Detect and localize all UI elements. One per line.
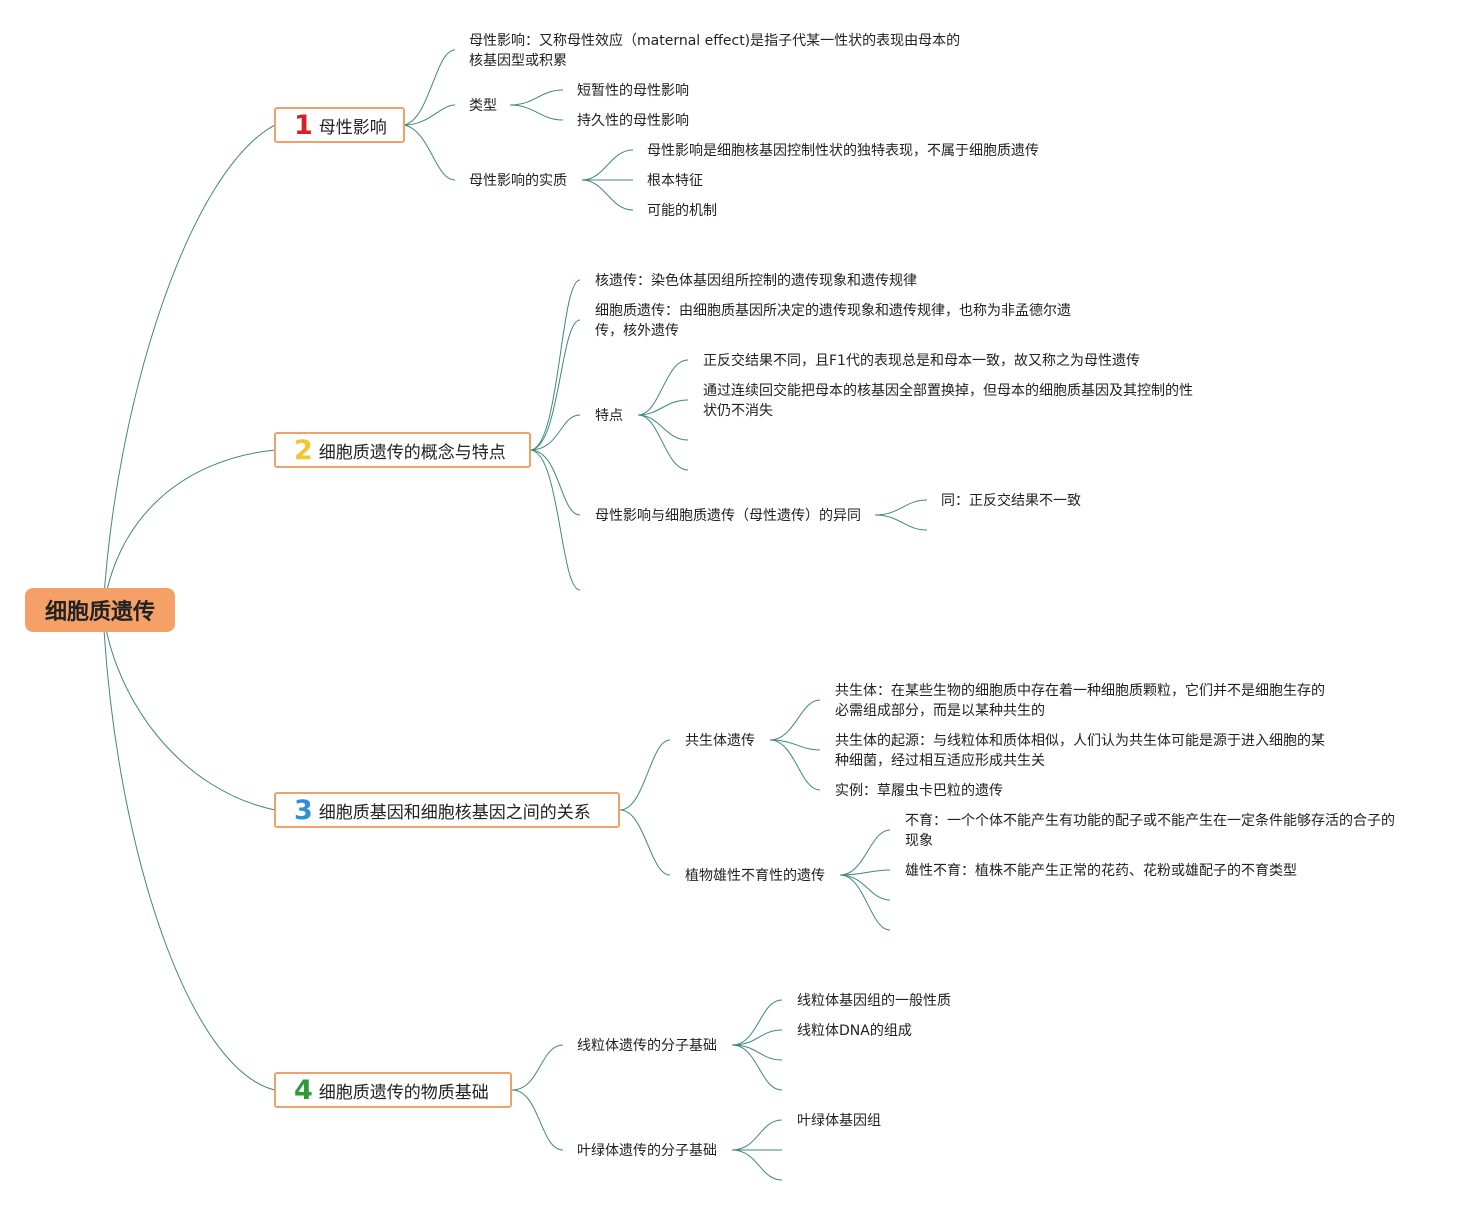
connector-root-branch4 <box>102 611 276 1091</box>
node-male-sterility[interactable]: 植物雄性不育性的遗传 <box>685 868 825 884</box>
branch-label: 细胞质基因和细胞核基因之间的关系 <box>318 802 591 823</box>
connector-line <box>731 1119 783 1151</box>
connector-line <box>619 809 671 876</box>
node-essence[interactable]: 母性影响的实质 <box>469 173 567 189</box>
connector-line <box>403 104 456 126</box>
connector-line <box>581 149 634 181</box>
branch-label: 细胞质遗传的物质基础 <box>318 1082 489 1103</box>
node-type-persistent[interactable]: 持久性的母性影响 <box>577 113 689 129</box>
connector-line <box>511 1044 564 1091</box>
node-symbiont-3[interactable]: 实例：草履虫卡巴粒的遗传 <box>835 783 1003 799</box>
node-mito[interactable]: 线粒体遗传的分子基础 <box>577 1038 717 1054</box>
branch-number-4: 4 <box>294 1074 313 1106</box>
connector-line <box>731 1149 783 1181</box>
connector-line <box>731 1044 783 1061</box>
connector-line <box>839 869 891 876</box>
branch-number-2: 2 <box>294 434 313 466</box>
node-symbiont[interactable]: 共生体遗传 <box>685 733 755 749</box>
node-feature-2[interactable]: 通过连续回交能把母本的核基因全部置换掉，但母本的细胞质基因及其控制的性状仍不消失 <box>703 383 1193 419</box>
node-essence-1[interactable]: 母性影响是细胞核基因控制性状的独特表现，不属于细胞质遗传 <box>647 143 1039 159</box>
connector-line <box>874 499 928 516</box>
connector-line <box>839 874 891 901</box>
node-sterility-1[interactable]: 不育：一个个体不能产生有功能的配子或不能产生在一定条件能够存活的合子的现象 <box>905 813 1395 849</box>
connector-line <box>874 514 928 531</box>
connector-line <box>731 1044 783 1091</box>
connector-line <box>637 414 689 441</box>
connector-line <box>731 1029 783 1046</box>
connector-line <box>403 124 456 181</box>
connector-line <box>509 89 564 106</box>
connector-line <box>769 739 821 791</box>
connector-root-branch2 <box>102 449 276 613</box>
connector-line <box>839 829 891 876</box>
node-nuclear-inheritance[interactable]: 核遗传：染色体基因组所控制的遗传现象和遗传规律 <box>595 273 917 289</box>
branch-number-1: 1 <box>294 109 313 141</box>
branch-maternal-effect[interactable]: 1 母性影响 <box>274 107 405 143</box>
root-label: 细胞质遗传 <box>44 600 155 625</box>
node-compare-same[interactable]: 同：正反交结果不一致 <box>941 493 1081 509</box>
branch-label: 细胞质遗传的概念与特点 <box>318 442 506 463</box>
node-essence-3[interactable]: 可能的机制 <box>647 203 717 219</box>
node-compare[interactable]: 母性影响与细胞质遗传（母性遗传）的异同 <box>595 508 861 524</box>
connector-line <box>511 1089 564 1151</box>
node-type-short[interactable]: 短暂性的母性影响 <box>577 83 689 99</box>
connector-line <box>619 739 671 811</box>
branch-material-basis[interactable]: 4 细胞质遗传的物质基础 <box>274 1072 512 1108</box>
node-symbiont-2[interactable]: 共生体的起源：与线粒体和质体相似，人们认为共生体可能是源于进入细胞的某种细菌，经… <box>835 733 1325 769</box>
branch-cyto-nuclear-relation[interactable]: 3 细胞质基因和细胞核基因之间的关系 <box>274 792 620 828</box>
connector-line <box>529 279 581 451</box>
connector-line <box>637 359 689 416</box>
branch-concept-features[interactable]: 2 细胞质遗传的概念与特点 <box>274 432 531 468</box>
node-maternal-definition[interactable]: 母性影响：又称母性效应（maternal effect)是指子代某一性状的表现由… <box>469 33 961 69</box>
connector-line <box>509 104 564 121</box>
connector-line <box>529 449 581 516</box>
node-features[interactable]: 特点 <box>595 408 623 424</box>
connector-line <box>581 179 634 211</box>
connector-line <box>769 739 821 751</box>
connector-line <box>731 999 783 1046</box>
root-node[interactable]: 细胞质遗传 <box>25 588 175 632</box>
connector-root-branch1 <box>102 124 276 613</box>
node-chloro-1[interactable]: 叶绿体基因组 <box>797 1113 881 1129</box>
node-cytoplasmic-inheritance[interactable]: 细胞质遗传：由细胞质基因所决定的遗传现象和遗传规律，也称为非孟德尔遗传，核外遗传 <box>595 303 1071 339</box>
connector-line <box>637 399 689 416</box>
connector-line <box>637 414 689 471</box>
connector-line <box>403 49 456 126</box>
node-mito-1[interactable]: 线粒体基因组的一般性质 <box>797 993 951 1009</box>
connector-line <box>839 874 891 931</box>
connector-line <box>529 414 581 451</box>
node-feature-1[interactable]: 正反交结果不同，且F1代的表现总是和母本一致，故又称之为母性遗传 <box>703 353 1140 369</box>
connector-line <box>529 449 581 591</box>
connector-line <box>769 699 821 741</box>
node-sterility-2[interactable]: 雄性不育：植株不能产生正常的花药、花粉或雄配子的不育类型 <box>905 863 1297 879</box>
branch-number-3: 3 <box>294 794 313 826</box>
node-chloro[interactable]: 叶绿体遗传的分子基础 <box>577 1143 717 1159</box>
node-types[interactable]: 类型 <box>469 98 497 114</box>
node-symbiont-1[interactable]: 共生体：在某些生物的细胞质中存在着一种细胞质颗粒，它们并不是细胞生存的必需组成部… <box>835 683 1325 719</box>
connector-root-branch3 <box>102 611 276 811</box>
branch-label: 母性影响 <box>318 117 387 138</box>
node-mito-2[interactable]: 线粒体DNA的组成 <box>797 1023 912 1039</box>
connector-line <box>529 319 581 451</box>
node-essence-2[interactable]: 根本特征 <box>647 173 703 189</box>
